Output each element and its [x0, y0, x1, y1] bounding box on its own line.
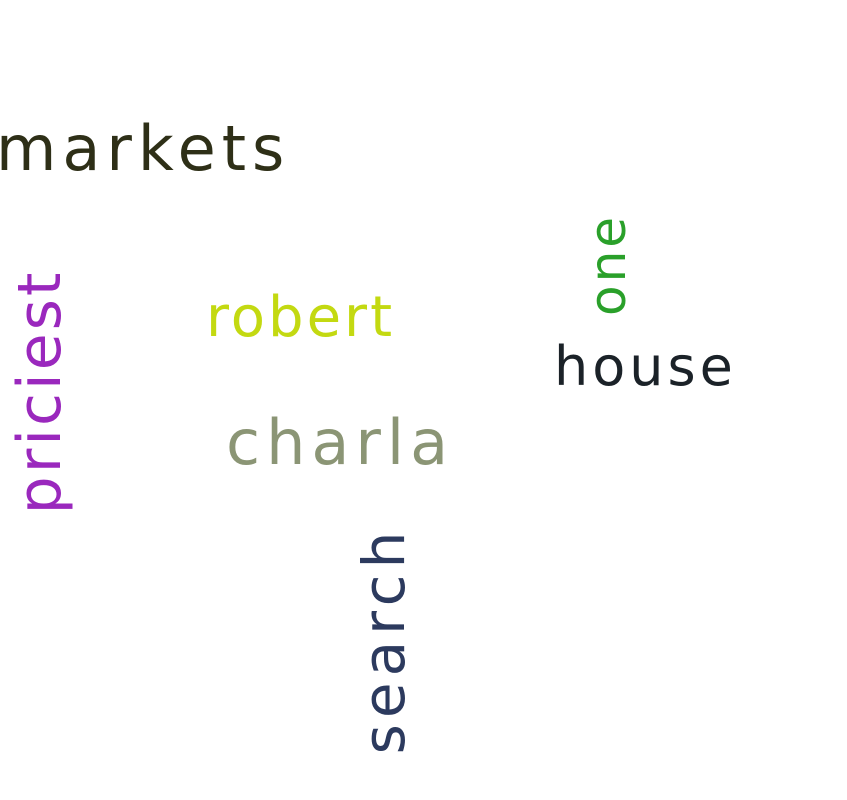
word-robert: robert — [206, 285, 396, 350]
word-house: house — [554, 335, 737, 398]
word-markets: markets — [0, 112, 291, 185]
word-priciest: priciest — [5, 269, 75, 515]
word-charla: charla — [226, 406, 455, 479]
word-search: search — [350, 525, 418, 755]
word-one: one — [579, 213, 637, 317]
